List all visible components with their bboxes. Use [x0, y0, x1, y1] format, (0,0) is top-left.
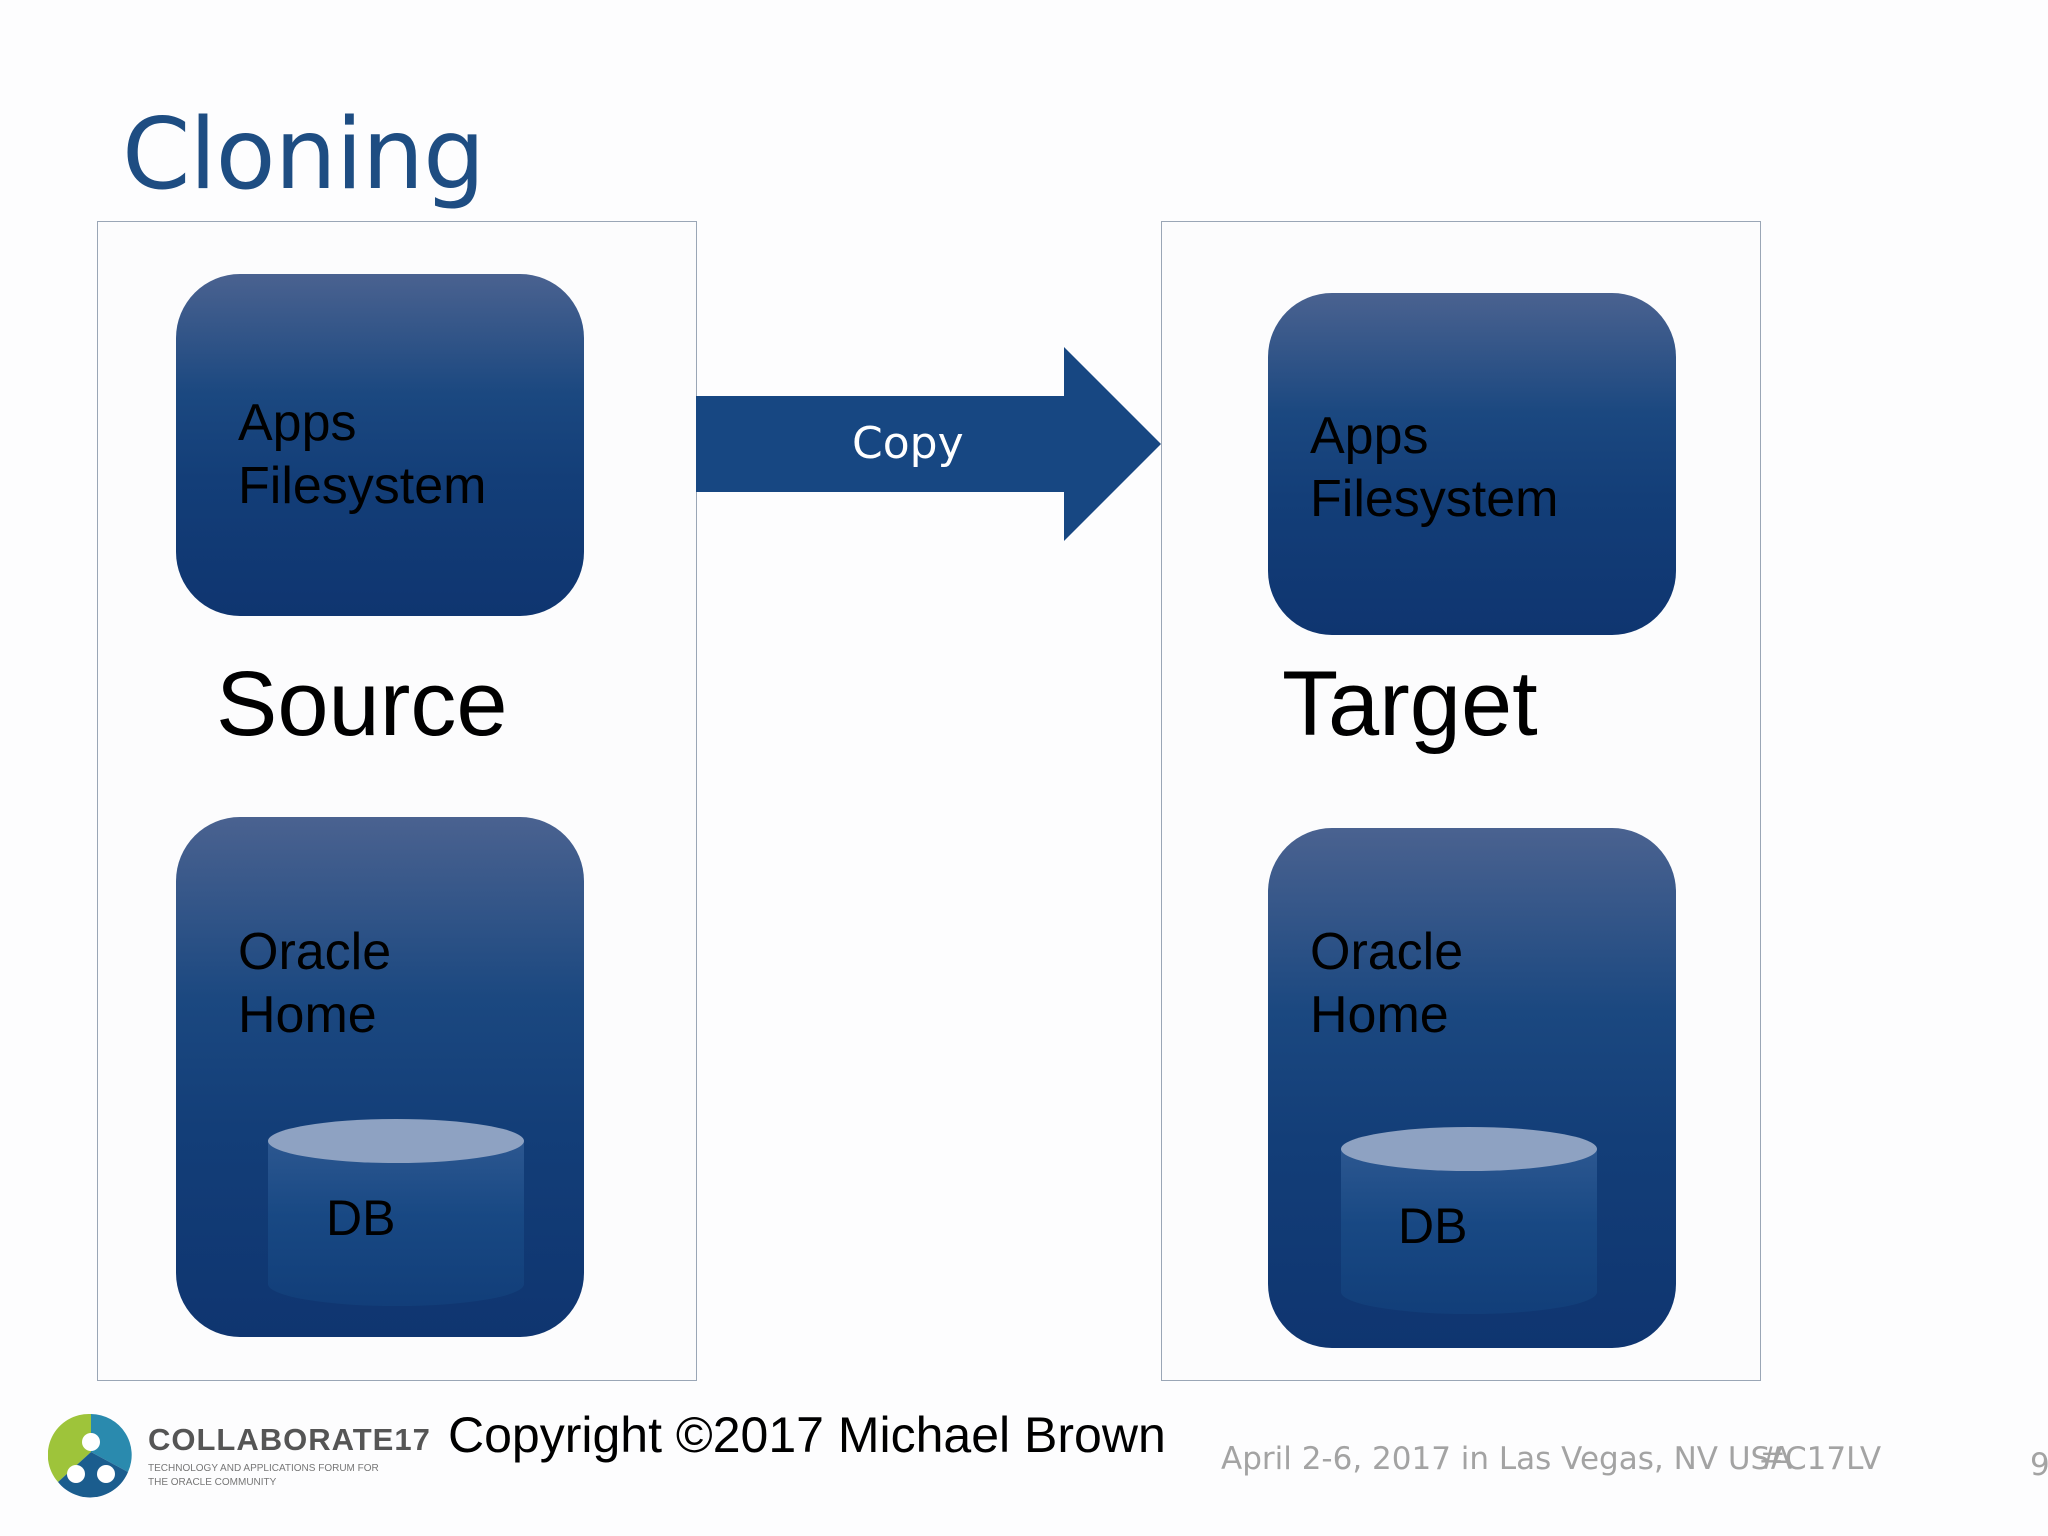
copy-label: Copy: [852, 418, 964, 469]
source-oracle-home-box: Oracle Home DB: [176, 817, 584, 1337]
target-apps-box: Apps Filesystem: [1268, 293, 1676, 635]
event-text: April 2-6, 2017 in Las Vegas, NV USA: [1221, 1441, 1792, 1477]
target-apps-label: Apps Filesystem: [1310, 407, 1559, 528]
page-number: 9: [2030, 1447, 2048, 1483]
source-apps-box: Apps Filesystem: [176, 274, 584, 616]
copy-arrow-icon: [696, 347, 1161, 541]
target-oracle-home-label: Oracle Home: [1310, 923, 1464, 1044]
target-db-cylinder-icon: DB: [1341, 1127, 1597, 1317]
target-label: Target: [1282, 653, 1538, 755]
source-db-label: DB: [326, 1190, 396, 1246]
slide-title: Cloning: [122, 98, 485, 212]
hashtag-text: #C17LV: [1759, 1441, 1882, 1477]
source-label: Source: [216, 653, 508, 755]
source-apps-label: Apps Filesystem: [238, 394, 487, 515]
logo-text: COLLABORATE17: [148, 1422, 431, 1457]
copyright-text: Copyright ©2017 Michael Brown: [448, 1407, 1166, 1463]
logo-subtext: TECHNOLOGY AND APPLICATIONS FORUM FOR TH…: [148, 1463, 379, 1488]
target-oracle-home-box: Oracle Home DB: [1268, 828, 1676, 1348]
target-db-label: DB: [1398, 1198, 1468, 1254]
source-oracle-home-label: Oracle Home: [238, 923, 392, 1044]
source-db-cylinder-icon: DB: [268, 1119, 524, 1309]
collaborate-logo-icon: [48, 1413, 132, 1498]
